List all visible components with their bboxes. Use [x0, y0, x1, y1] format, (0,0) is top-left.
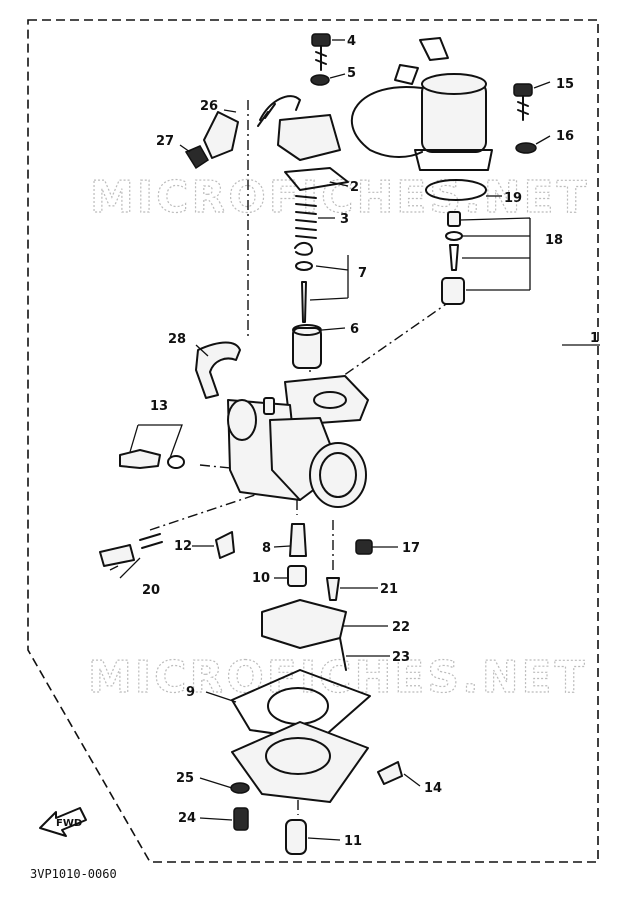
float-chamber — [231, 721, 369, 803]
screw-14 — [377, 761, 403, 785]
callout-labels: 4 5 15 26 16 27 2 19 3 18 7 6 28 1 13 12… — [142, 34, 599, 849]
starter-plunger-parts-18 — [441, 211, 465, 305]
callout-5: 5 — [347, 66, 356, 81]
callout-20: 20 — [142, 583, 160, 598]
callout-18: 18 — [545, 233, 563, 248]
gasket-2 — [284, 167, 349, 191]
callout-17: 17 — [402, 541, 420, 556]
needle-valve-21 — [326, 577, 340, 601]
float-pin-23 — [339, 637, 347, 671]
screw-15 — [513, 83, 533, 121]
main-jet-10 — [287, 565, 307, 587]
callout-15: 15 — [556, 77, 574, 92]
screw-set-13 — [119, 449, 185, 469]
pilot-jet-12 — [215, 531, 235, 559]
callout-25: 25 — [176, 771, 194, 786]
callout-16: 16 — [556, 129, 574, 144]
washer-25 — [230, 782, 250, 794]
watermark-bottom: MICROFICHES.NET — [88, 652, 588, 703]
jet-needle-set-7 — [294, 242, 313, 323]
callout-26: 26 — [200, 99, 218, 114]
callout-10: 10 — [252, 571, 270, 586]
callout-7: 7 — [358, 266, 367, 281]
callout-23: 23 — [392, 650, 410, 665]
callout-19: 19 — [504, 191, 522, 206]
washer-16 — [515, 142, 537, 154]
callout-1: 1 — [590, 331, 599, 346]
screw-24 — [233, 807, 249, 831]
callout-14: 14 — [424, 781, 442, 796]
starter-solenoid — [350, 37, 493, 171]
diagram-code: 3VP1010-0060 — [30, 867, 117, 881]
callout-9: 9 — [186, 685, 195, 700]
mixing-chamber-top — [257, 95, 341, 161]
carburetor-body — [227, 375, 369, 508]
spring-3 — [295, 195, 317, 239]
throttle-valve-6 — [292, 324, 322, 369]
hose-26 — [203, 111, 239, 159]
callout-21: 21 — [380, 582, 398, 597]
callout-22: 22 — [392, 620, 410, 635]
screw-set-20 — [99, 533, 163, 567]
callout-8: 8 — [262, 541, 271, 556]
screw-4 — [311, 33, 331, 71]
callout-3: 3 — [340, 212, 349, 227]
watermark-top: MICROFICHES.NET — [90, 172, 590, 223]
callout-4: 4 — [347, 34, 356, 49]
callout-24: 24 — [178, 811, 196, 826]
callout-27: 27 — [156, 134, 174, 149]
alignment-lines — [149, 100, 453, 815]
main-nozzle-8 — [289, 523, 307, 557]
washer-5 — [310, 74, 330, 86]
callout-6: 6 — [350, 322, 359, 337]
float-22 — [261, 599, 347, 649]
hose-28 — [195, 341, 241, 399]
clamp-27 — [184, 145, 209, 170]
forward-arrow-icon: FWD — [39, 807, 87, 837]
leader-lines — [109, 39, 600, 841]
forward-arrow-label: FWD — [56, 818, 82, 829]
callout-2: 2 — [350, 180, 359, 195]
starter-gasket-19 — [425, 179, 487, 201]
callout-11: 11 — [344, 834, 362, 849]
callout-28: 28 — [168, 332, 186, 347]
callout-13: 13 — [150, 399, 168, 414]
callout-12: 12 — [174, 539, 192, 554]
drain-screw-17 — [355, 539, 373, 555]
drain-hose-11 — [285, 819, 307, 855]
